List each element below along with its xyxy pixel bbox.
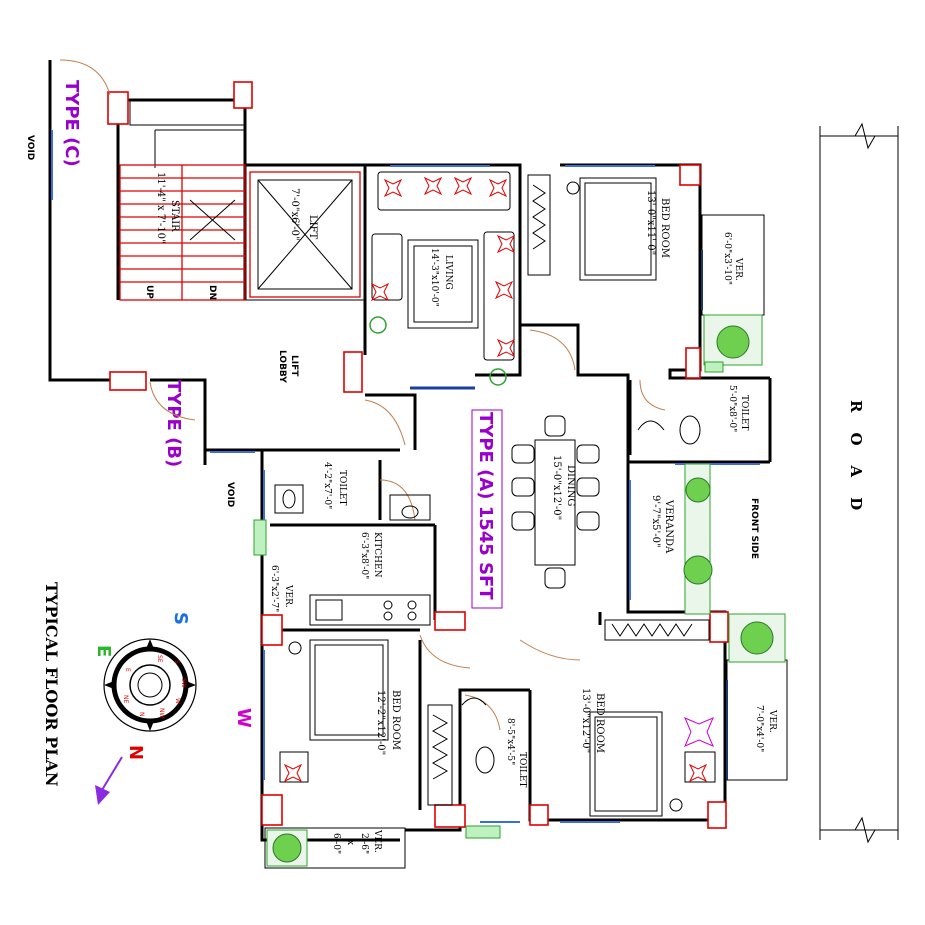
stair-up-label: UP — [144, 285, 154, 299]
ver-top-dims: 6'-0"x3'-10" — [722, 232, 732, 285]
lift-name: LIFT — [307, 215, 318, 240]
stair-name: STAIR — [169, 200, 180, 232]
lift-lobby-label-1: LIFT — [289, 355, 299, 377]
road-label: ROAD — [847, 400, 865, 530]
compass — [95, 638, 197, 805]
compass-e-letter: E — [93, 645, 114, 657]
stair-dn-label: DN — [207, 285, 217, 300]
bed-top-furniture — [527, 174, 657, 281]
core-walls — [48, 60, 365, 465]
compass-s-letter: S — [170, 612, 191, 625]
compass-sector-n: N — [138, 712, 145, 717]
ver-bottom-dim-3: 6'-0" — [331, 833, 341, 854]
door-swings — [59, 59, 666, 731]
plant-top — [716, 325, 750, 359]
bed-right-dims: 13'-0"x12'-0" — [580, 688, 591, 753]
stair-dims: 11'-4" x 7'-10" — [155, 172, 166, 244]
toilet-left-name: TOILET — [337, 470, 347, 506]
ver-kitchen-dims: 6'-3"x2'-7" — [269, 565, 279, 612]
veranda-plant-2 — [683, 555, 713, 585]
bed-top-name: BED ROOM — [659, 198, 670, 258]
type-b-label: TYPE (B) — [163, 380, 184, 467]
bed-left-furniture — [279, 639, 389, 783]
veranda-plant-1 — [685, 477, 711, 503]
ver-right-dims: 7'-0"x4'-0" — [754, 705, 764, 752]
ver-bottom-dim-2: x — [345, 840, 355, 845]
veranda-name: VERANDA — [663, 499, 674, 554]
lift-dims: 7'-0"x6'-0" — [289, 188, 300, 241]
plan-title: TYPICAL FLOOR PLAN — [42, 582, 61, 786]
toilet-right-fixtures — [637, 361, 724, 445]
bed-top-dims: 13'-0"x11'-0" — [645, 190, 656, 255]
toilet-right-name: TOILET — [739, 395, 749, 431]
bed-left-name: BED ROOM — [390, 690, 401, 750]
toilet-mid-dims: 8'-5"x4'-5" — [505, 718, 515, 765]
front-side-label: FRONT SIDE — [749, 498, 759, 559]
compass-sector-nw: NW — [158, 708, 165, 718]
ver-bottom-outline — [264, 827, 406, 869]
ver-top-name: VER. — [733, 257, 743, 281]
compass-sector-s: S — [173, 660, 180, 664]
compass-sector-se: SE — [156, 655, 163, 663]
compass-sector-w: W — [174, 698, 181, 704]
dining-dims: 15'-0"x12'-0" — [551, 455, 562, 520]
dining-name: DINING — [565, 465, 576, 506]
ver-top-outline — [701, 214, 765, 316]
ver-right-name: VER. — [767, 709, 777, 733]
compass-sector-sw: SW — [180, 678, 187, 688]
toilet-mid-fixtures — [427, 697, 495, 806]
type-a-box — [471, 409, 503, 609]
ver-kitchen-name: VER. — [283, 584, 293, 608]
compass-w-letter: W — [233, 708, 254, 728]
shaft-bottom — [465, 825, 501, 839]
compass-sector-ne: NE — [122, 695, 129, 703]
lift-shaft — [249, 171, 361, 298]
void-top-label: VOID — [25, 135, 35, 160]
bed-right-furniture — [589, 619, 716, 817]
void-mid-label: VOID — [225, 482, 235, 507]
veranda-dims: 9'-7"x5'-0" — [650, 495, 661, 548]
compass-sector-e: E — [124, 668, 131, 672]
toilet-mid-name: TOILET — [517, 752, 527, 788]
lift-lobby-label-2: LOBBY — [277, 350, 287, 383]
living-dims: 14'-3"x10'-0" — [429, 248, 439, 307]
living-name: LIVING — [443, 255, 453, 290]
toilet-right-dims: 5'-0"x8'-0" — [727, 385, 737, 432]
bed-right-name: BED ROOM — [594, 693, 605, 753]
stair-steps — [119, 164, 246, 301]
ver-bottom-name: VER. — [372, 829, 382, 853]
kitchen-dims: 6'-3"x8'-0" — [359, 532, 369, 579]
toilet-left-dims: 4'-2"x7'-0" — [322, 462, 332, 509]
type-a-label: TYPE (A) 1545 SFT — [475, 412, 496, 600]
ver-bottom-dim-1: 2'-6" — [359, 833, 369, 854]
shaft-left — [253, 519, 267, 556]
type-c-label: TYPE (C) — [61, 80, 82, 167]
road-strip — [819, 122, 899, 844]
dining-set — [511, 415, 600, 589]
living-furniture — [369, 171, 516, 390]
kitchen-name: KITCHEN — [372, 532, 382, 578]
toilet-left-fixtures — [274, 484, 304, 514]
plant-right — [740, 621, 774, 655]
kitchen-fixtures — [309, 494, 431, 626]
compass-n-letter: N — [125, 745, 146, 760]
columns — [107, 81, 729, 829]
bed-left-dims: 12'-2"x12'-0" — [375, 690, 386, 755]
plant-bottom — [272, 833, 302, 863]
